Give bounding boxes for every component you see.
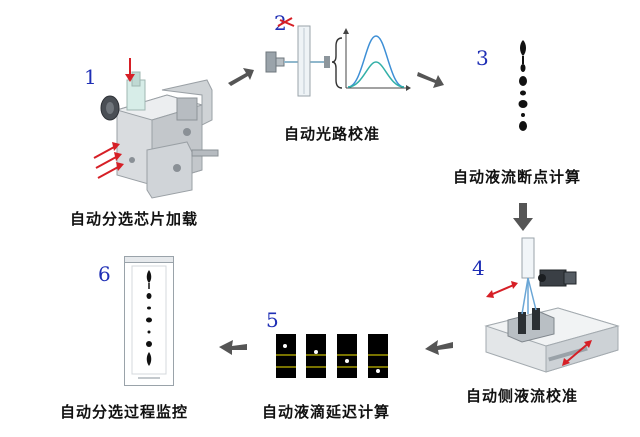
red-arrow-icon: [562, 340, 592, 366]
optical-alignment-illustration: [265, 17, 411, 97]
step-1-label: 自动分选芯片加载: [70, 210, 199, 228]
red-arrow-icon: [125, 58, 135, 82]
sorting-monitor-window-illustration: [124, 256, 174, 386]
gray-thick-arrow-icon: [228, 68, 254, 86]
gray-thick-arrow-icon: [417, 72, 444, 88]
step-1-number: 1: [84, 65, 97, 89]
droplet-delay-frames-illustration: [276, 334, 388, 378]
red-arrow-icon: [277, 17, 295, 27]
step-4-label: 自动侧液流校准: [466, 387, 579, 405]
side-stream-calibration-illustration: [484, 237, 620, 373]
step-5-label: 自动液滴延迟计算: [262, 403, 391, 421]
step-6-label: 自动分选过程监控: [60, 403, 189, 421]
red-arrow-icon: [486, 281, 518, 298]
step-2-number: 2: [274, 11, 287, 35]
gray-thick-arrow-icon: [425, 340, 453, 355]
chip-loader-illustration: [93, 58, 219, 199]
step-4-number: 4: [472, 256, 485, 280]
gray-thick-arrow-icon: [219, 340, 247, 355]
gray-thick-arrow-icon: [513, 203, 533, 231]
step-3-label: 自动液流断点计算: [453, 168, 582, 186]
step-6-number: 6: [98, 262, 111, 286]
red-arrow-icon: [93, 142, 124, 179]
step-5-number: 5: [266, 308, 279, 332]
step-3-number: 3: [476, 46, 489, 70]
droplet-breakoff-illustration: [518, 40, 528, 131]
step-2-label: 自动光路校准: [284, 125, 381, 143]
